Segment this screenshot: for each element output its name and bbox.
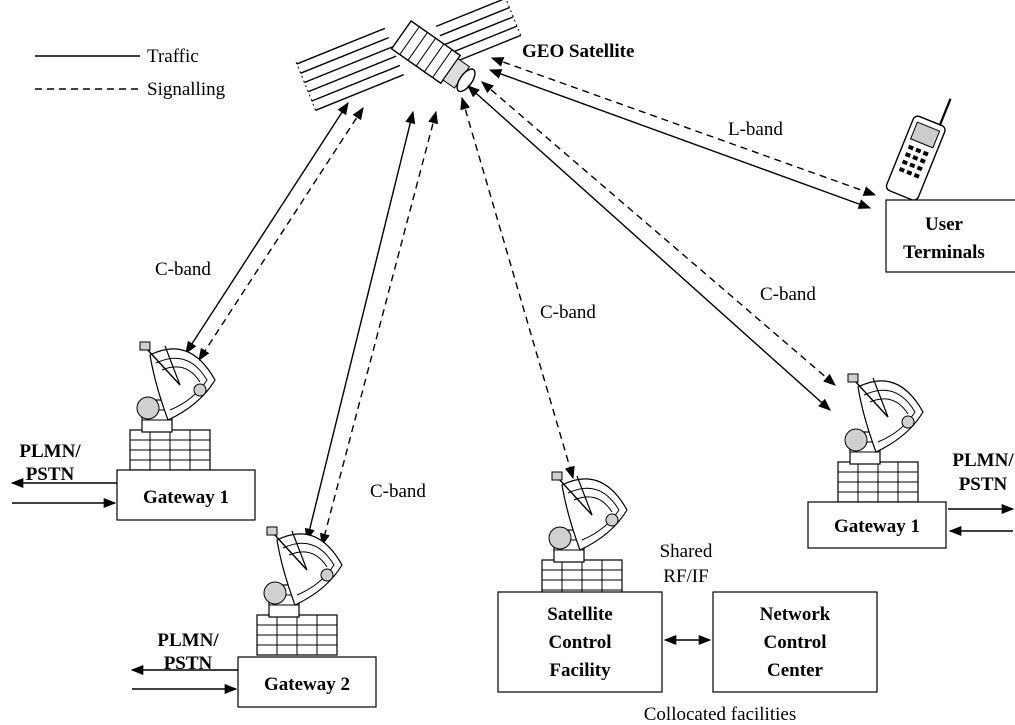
gateway1-left-ext-line1: PLMN/ (19, 441, 81, 462)
scf-box (497, 591, 663, 693)
legend-signalling-label: Signalling (147, 79, 226, 100)
gateway1-left-label: Gateway 1 (143, 487, 229, 508)
gateway2-ext-line2: PSTN (164, 653, 213, 674)
gateway2-ext-line1: PLMN/ (157, 630, 219, 651)
earth-station-dish-icon (837, 373, 924, 503)
geo-satellite-icon (295, 0, 522, 113)
link-user-signalling (490, 57, 877, 196)
link-gw1-left-traffic (185, 101, 349, 355)
gateway1-right-ext-line1: PLMN/ (952, 450, 1014, 471)
link-gw2-traffic (304, 110, 416, 542)
link-gw2-signalling (320, 110, 438, 547)
gateway1-right-label: Gateway 1 (834, 516, 920, 537)
collocated-facilities-label: Collocated facilities (644, 704, 796, 725)
ncc-line3: Center (767, 660, 823, 681)
c-band-scf-label: C-band (540, 302, 596, 323)
c-band-gw1-left-label: C-band (155, 259, 211, 280)
shared-rf-if-line1: Shared (660, 541, 713, 562)
c-band-gw1-right-label: C-band (760, 284, 816, 305)
l-band-label: L-band (728, 119, 783, 140)
ncc-box (712, 591, 878, 693)
link-gw1-left-signalling (198, 106, 364, 362)
legend-traffic-label: Traffic (147, 46, 199, 67)
geo-satellite-label: GEO Satellite (522, 41, 634, 62)
earth-station-dish-icon (129, 341, 216, 471)
earth-station-dish-icon (256, 526, 343, 656)
gateway2-label: Gateway 2 (264, 674, 350, 695)
user-terminals-line2: Terminals (903, 242, 985, 263)
earth-station-dish-icon (541, 471, 628, 601)
link-user-traffic (488, 69, 872, 209)
scf-line2: Control (549, 632, 612, 653)
shared-rf-if-line2: RF/IF (663, 566, 708, 587)
scf-line3: Facility (549, 660, 611, 681)
gateway1-right-box (807, 501, 947, 549)
ncc-line2: Control (764, 632, 827, 653)
gateway2-box (237, 656, 377, 708)
user-terminals-box (885, 199, 1015, 273)
gateway1-left-box (116, 469, 256, 521)
mobile-phone-icon (885, 98, 952, 201)
user-terminals-line1: User (925, 214, 964, 235)
legend: Traffic Signalling (35, 46, 226, 100)
gateway1-right-ext-line2: PSTN (959, 474, 1008, 495)
scf-line1: Satellite (547, 604, 612, 625)
gateway1-left-ext-line2: PSTN (26, 464, 75, 485)
c-band-gw2-label: C-band (370, 481, 426, 502)
link-scf-signalling (460, 96, 575, 480)
ncc-line1: Network (760, 604, 831, 625)
